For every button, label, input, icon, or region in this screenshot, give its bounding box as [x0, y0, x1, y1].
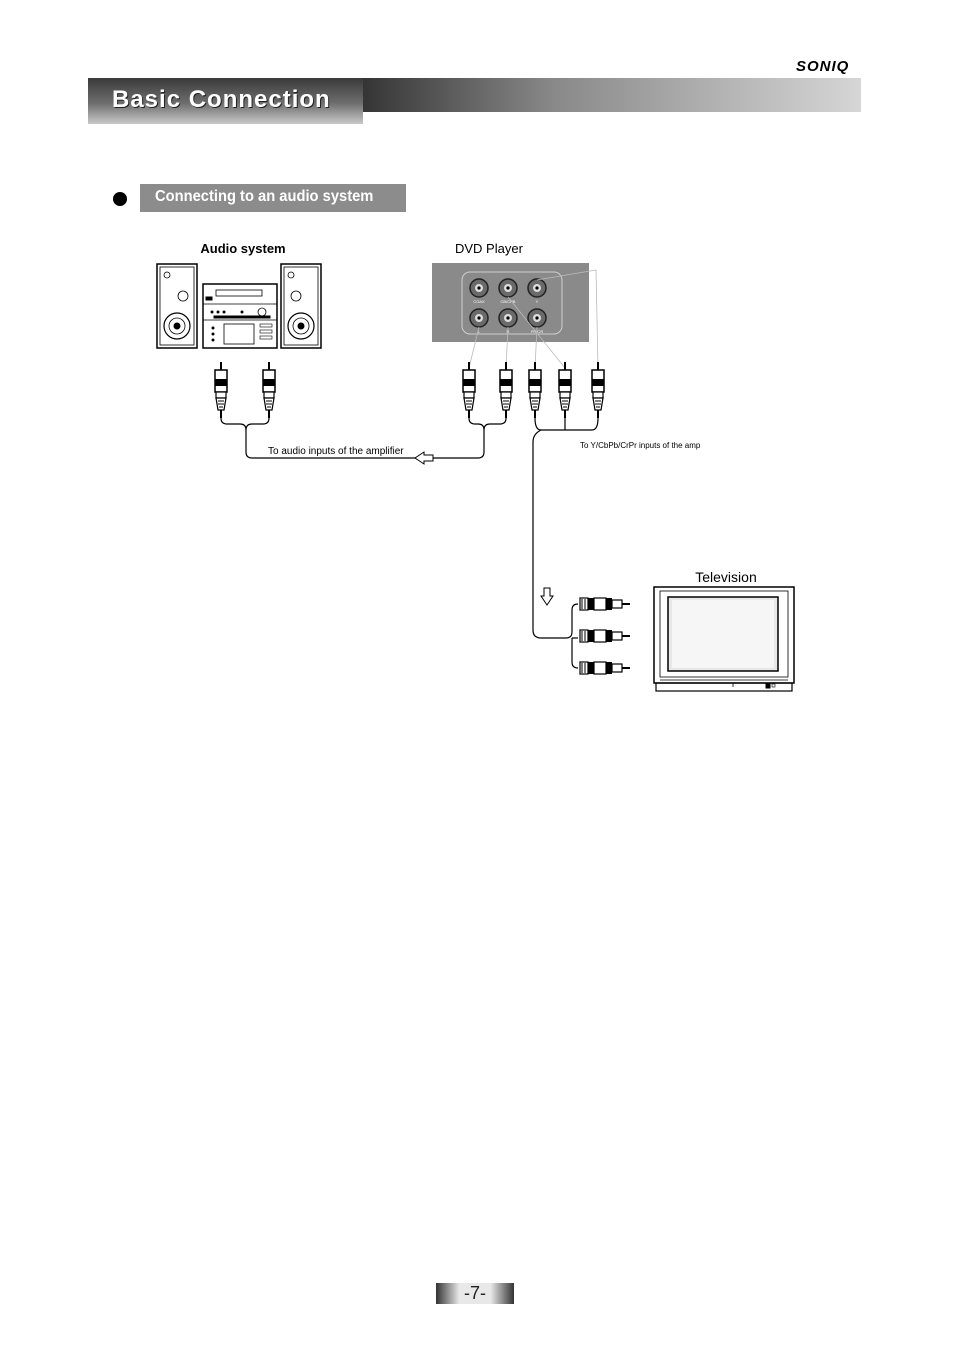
television-label: Television — [695, 569, 756, 585]
right-speaker — [280, 263, 322, 349]
page-title: Basic Connection — [112, 86, 331, 113]
dvd-player-label: DVD Player — [455, 241, 524, 256]
left-arrow-icon — [414, 451, 434, 465]
page-number: -7- — [464, 1283, 486, 1303]
audio-system-label: Audio system — [200, 241, 285, 256]
jack-label: COAX — [473, 299, 485, 304]
down-arrow-icon — [540, 587, 554, 606]
tv-plugs — [579, 597, 631, 675]
audio-cable-label: To audio inputs of the amplifier — [268, 446, 404, 457]
header-tab — [88, 78, 363, 124]
audio-cable — [220, 417, 507, 459]
stereo-main-unit — [202, 283, 278, 349]
audio-system-plugs — [214, 361, 276, 419]
television — [653, 586, 795, 692]
section-label-box — [140, 184, 406, 212]
jack-label: Y — [536, 299, 539, 304]
left-speaker — [156, 263, 198, 349]
video-cable-label: To Y/CbPb/CrPr inputs of the amp — [580, 441, 701, 450]
brand-logo: SONIQ — [796, 58, 850, 75]
jack-label: CB/CPB — [501, 299, 516, 304]
page-number-box — [436, 1283, 514, 1304]
dvd-back-panel: COAX CB/CPB Y L R PR/CR — [432, 263, 599, 369]
section-bullet — [113, 192, 127, 206]
dvd-plugs — [462, 361, 605, 419]
jack-label: L — [478, 329, 481, 334]
section-title: Connecting to an audio system — [155, 188, 374, 205]
video-cable — [532, 417, 599, 669]
connection-diagram: Audio system DVD Player Television To au… — [156, 241, 795, 692]
